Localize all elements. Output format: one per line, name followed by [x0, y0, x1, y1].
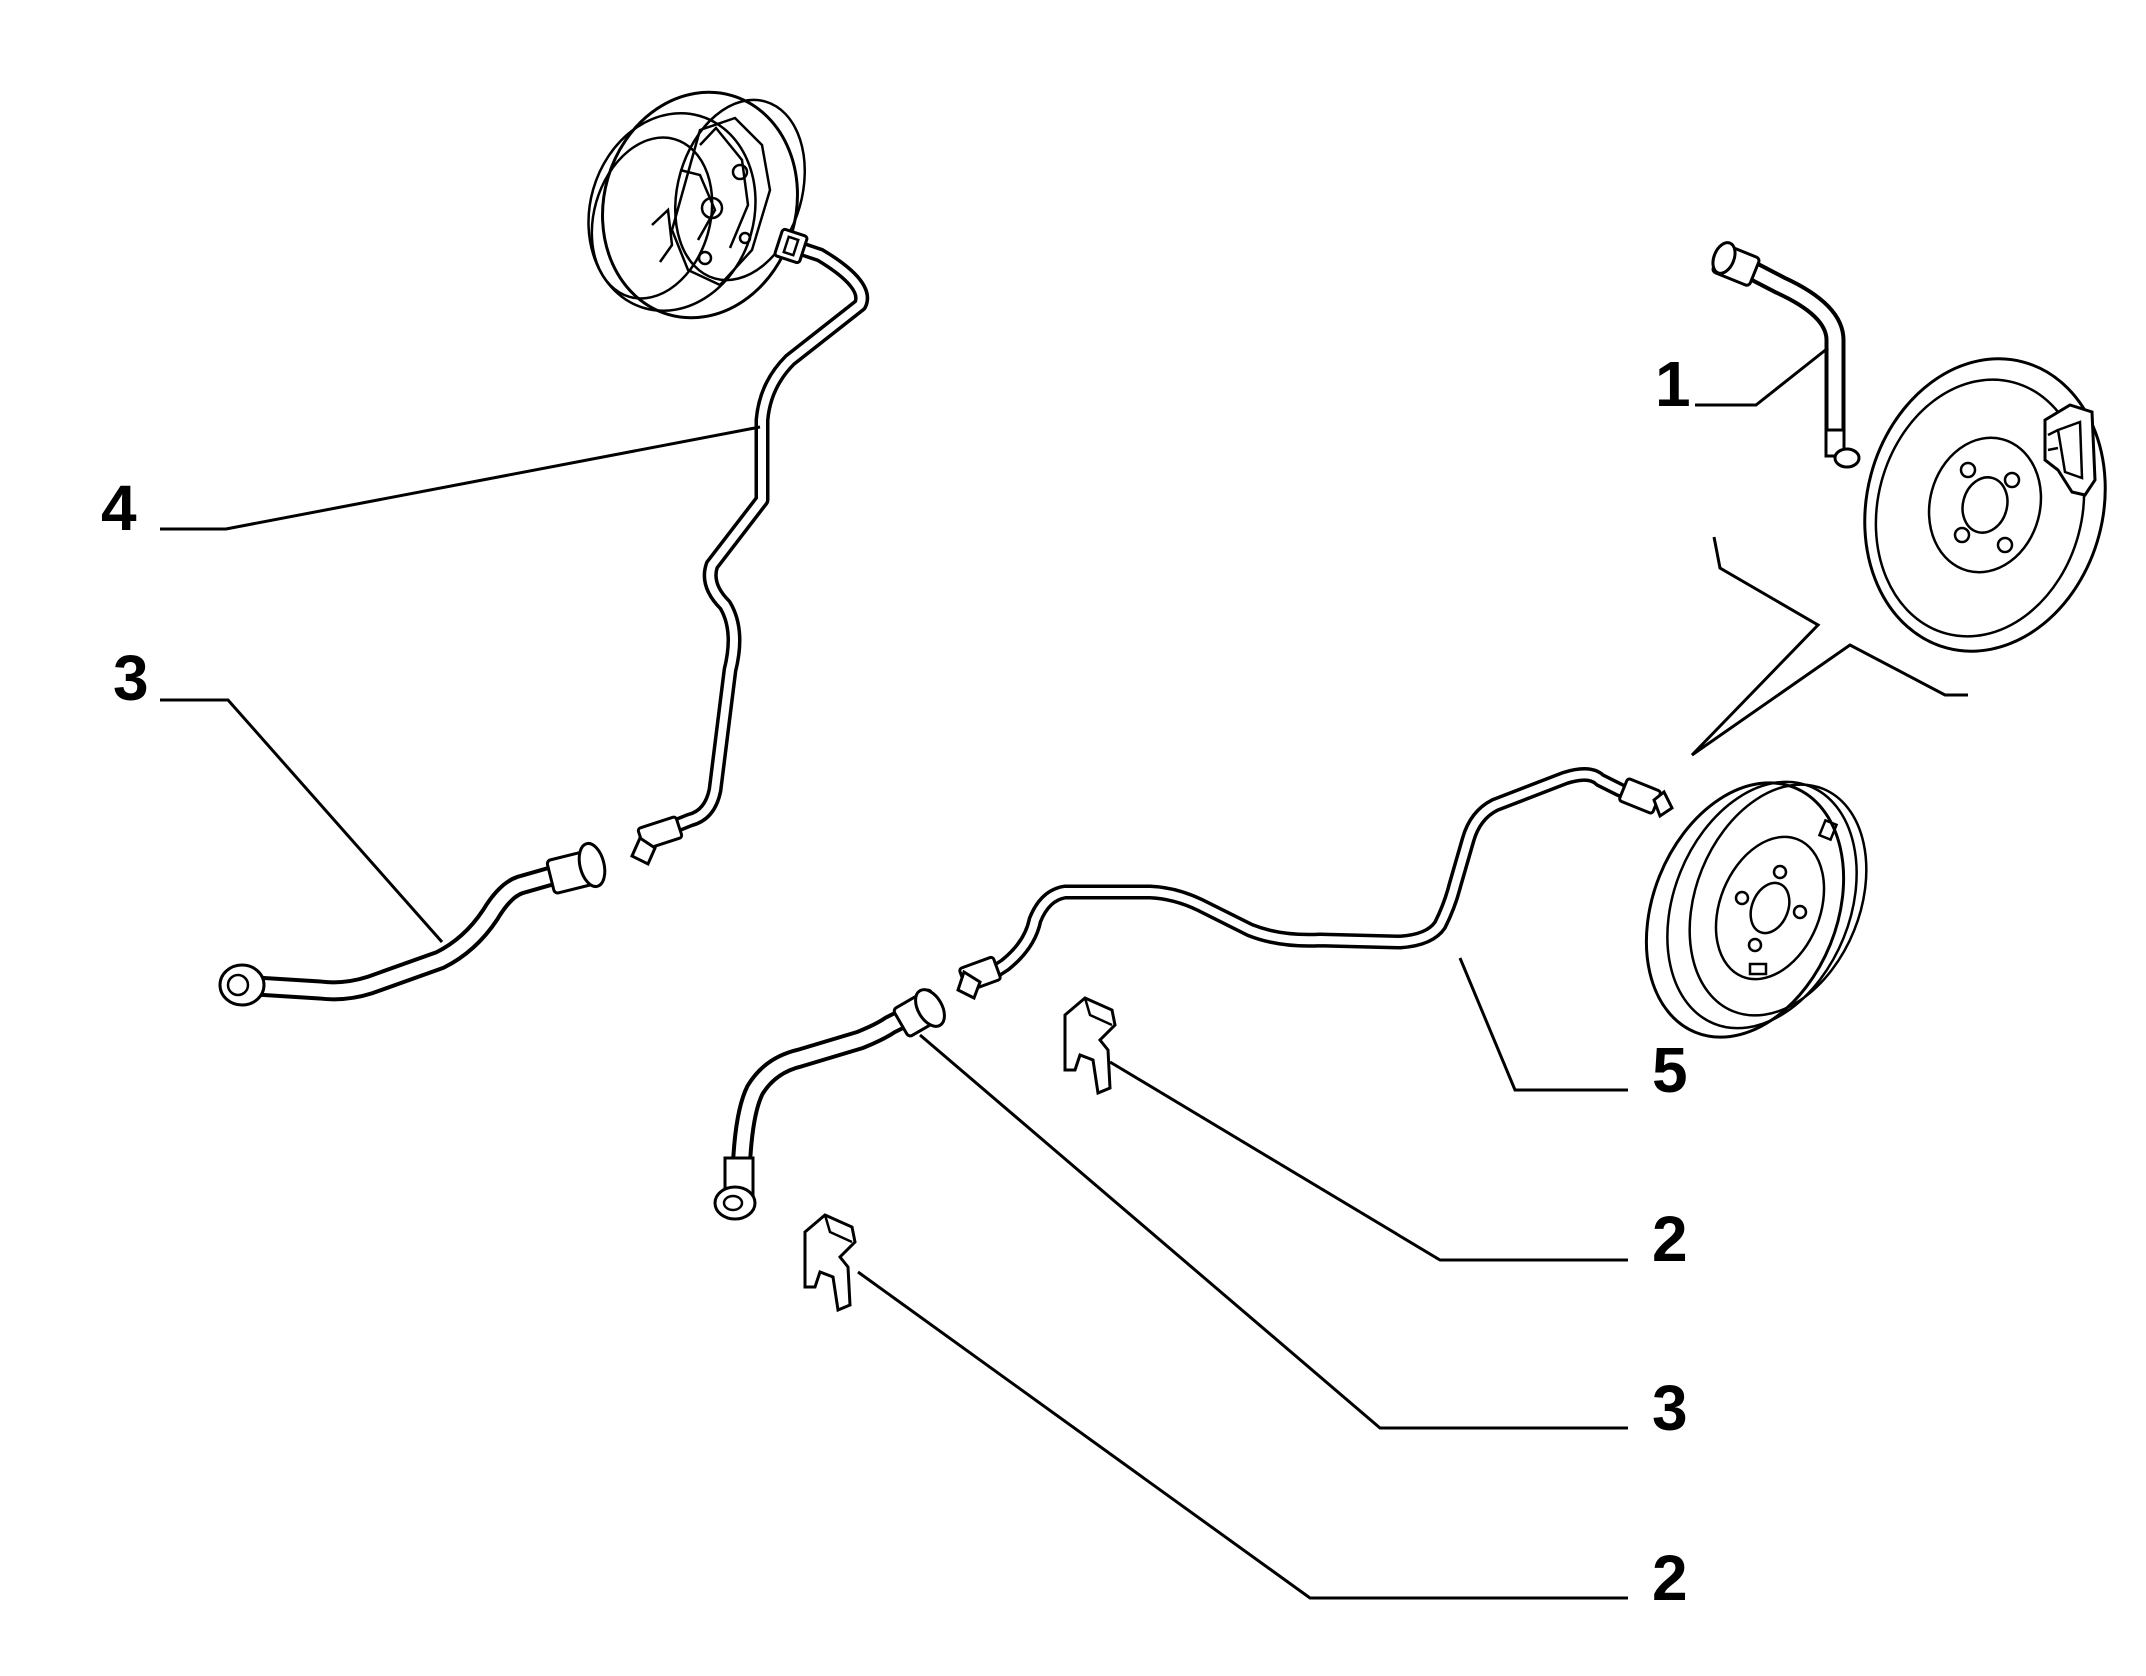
rear-brake-drum — [1644, 780, 1868, 1039]
hose-3-right-end-fitting — [892, 988, 946, 1038]
brake-pipe-4 — [630, 227, 869, 867]
leader-2-lower — [857, 1270, 1628, 1600]
pipe-5-left-fitting — [956, 955, 1002, 1001]
callout-3-right: 3 — [1652, 1372, 1688, 1444]
hose-3-left-banjo — [218, 963, 266, 1007]
callout-3-left: 3 — [113, 642, 149, 714]
drum-brake-backing-plate — [587, 90, 807, 320]
leader-3-right — [919, 1033, 1628, 1430]
front-flexible-hose-1 — [1711, 241, 1861, 469]
front-disc-brake — [1863, 357, 2107, 653]
brake-pipe-clip-lower — [803, 1213, 857, 1313]
assembly-bracket-lines — [1690, 536, 1968, 757]
leader-lines — [160, 346, 1829, 1600]
callout-5: 5 — [1652, 1034, 1688, 1106]
callout-2-lower: 2 — [1652, 1542, 1688, 1614]
leader-2-upper — [1109, 1060, 1628, 1262]
leader-3-left — [160, 698, 444, 943]
hose-1-top-fitting — [1711, 241, 1761, 287]
brake-hose-3-right — [713, 988, 946, 1221]
pipe-5-right-fitting — [1618, 777, 1674, 819]
brake-pipe-5 — [956, 767, 1674, 1001]
hose-3-left-end-fitting — [545, 841, 607, 895]
callout-1: 1 — [1655, 348, 1691, 420]
callout-4: 4 — [101, 472, 137, 544]
leader-4 — [160, 425, 761, 531]
brake-caliper — [2043, 403, 2097, 497]
pipe-4-bottom-fitting — [630, 815, 684, 867]
pipe-4-top-fitting — [773, 227, 809, 265]
callout-2-upper: 2 — [1652, 1203, 1688, 1275]
hose-3-right-banjo — [713, 1156, 757, 1221]
brake-hose-3-left — [218, 841, 607, 1007]
brake-pipe-clip-upper — [1063, 996, 1117, 1096]
leader-1 — [1695, 346, 1829, 407]
leader-5 — [1458, 957, 1628, 1092]
hose-1-bottom-fitting — [1824, 428, 1861, 469]
